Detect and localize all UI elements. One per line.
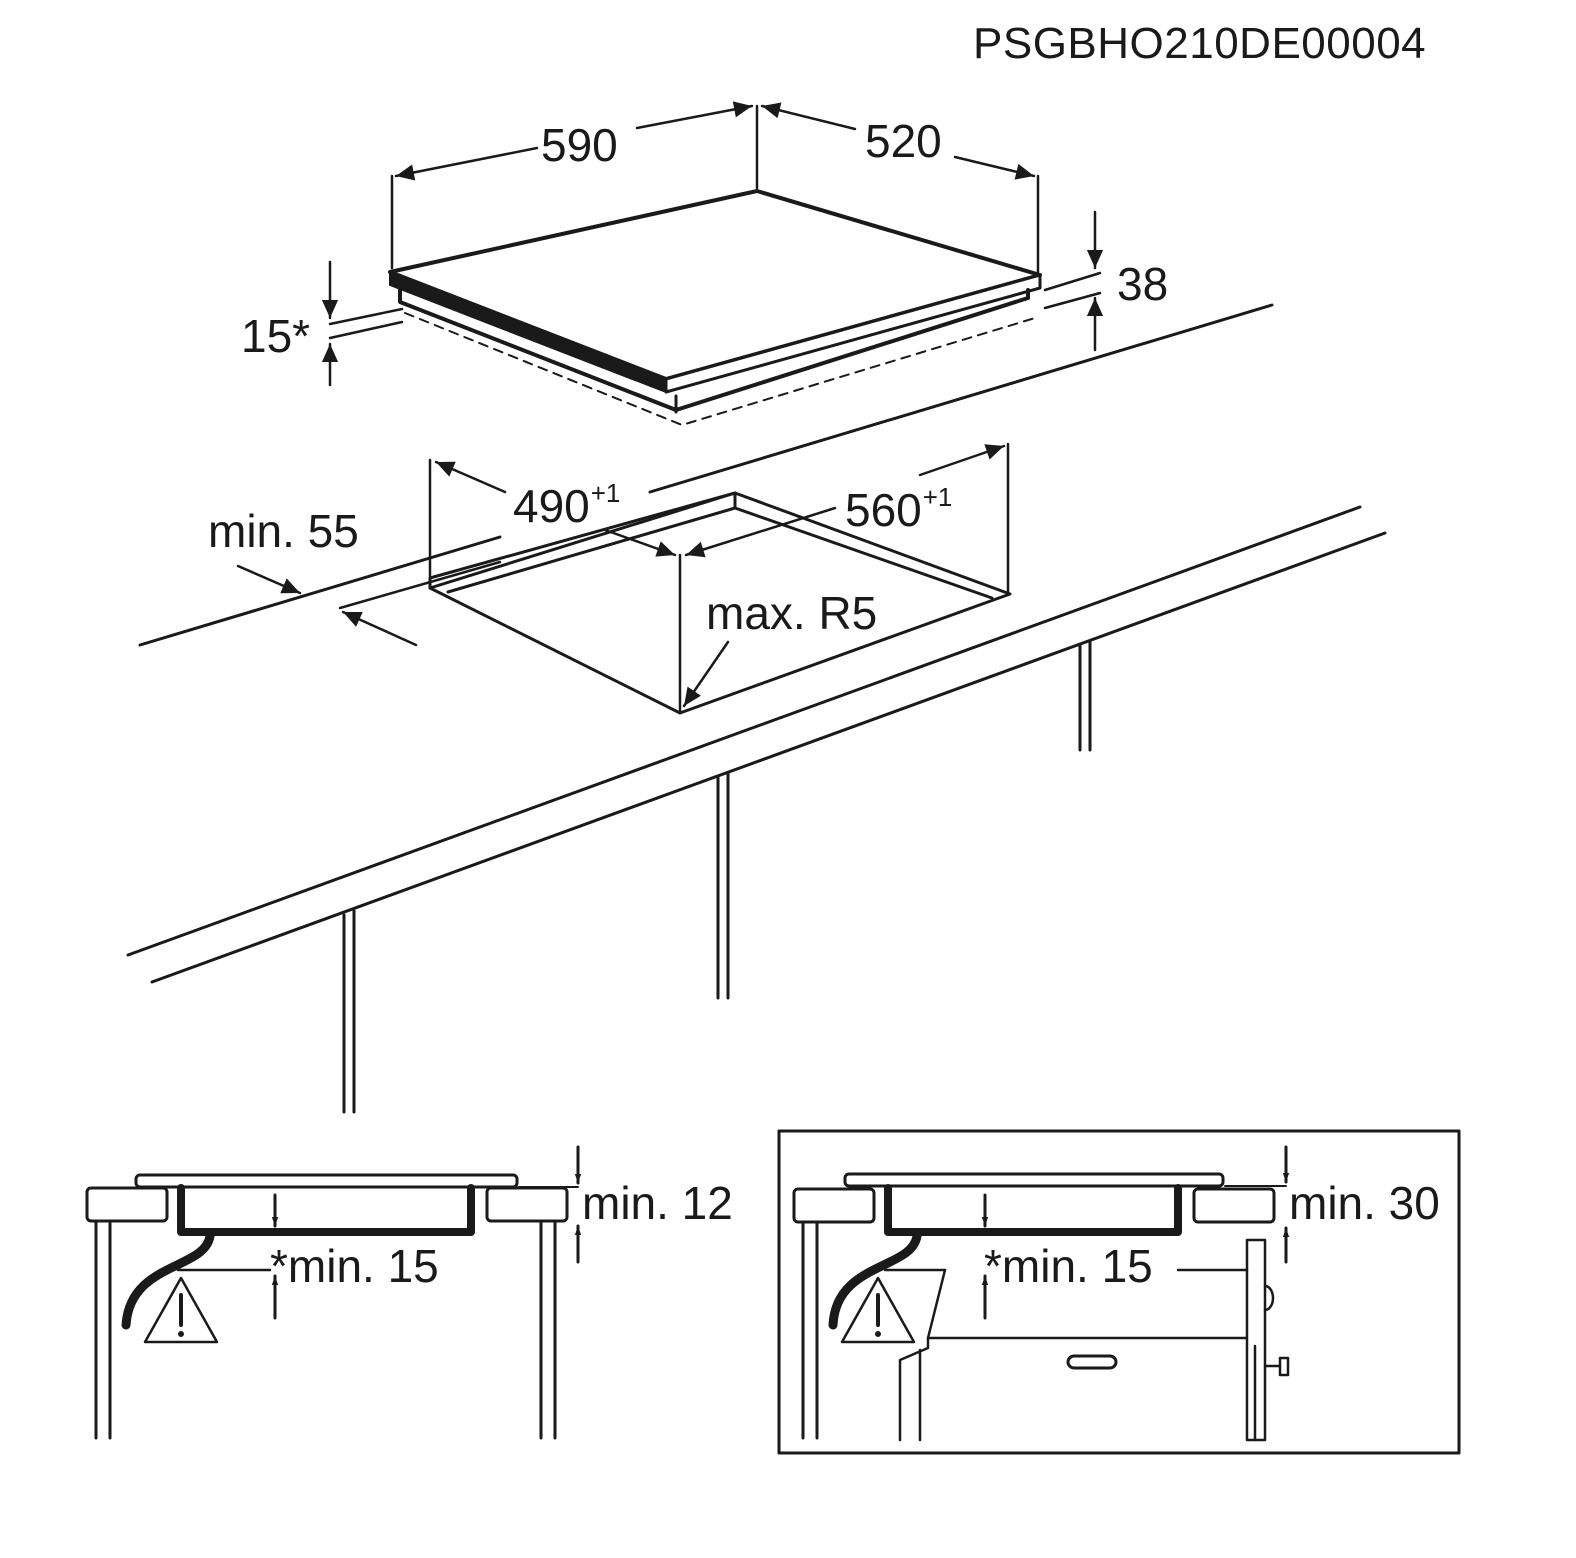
left-worktop-block-a xyxy=(85,1186,169,1223)
hob-side-edge xyxy=(664,273,1042,394)
cutout-width-tolerance: +1 xyxy=(590,478,621,508)
hob-height-dimension xyxy=(1043,210,1104,352)
cutout-drawing xyxy=(236,442,1012,715)
hob-drawing xyxy=(388,189,1042,426)
hob-height-label: 38 xyxy=(1117,258,1169,310)
dim-520-left-arrow xyxy=(760,102,857,131)
hob-frame-front xyxy=(398,288,678,412)
hob-frame-side xyxy=(674,288,1030,412)
detail-right-drawing xyxy=(777,1129,1461,1455)
warning-triangle-icon xyxy=(143,1276,219,1344)
cutout-inner-edge xyxy=(446,506,994,600)
hob-frame-dimension xyxy=(321,260,404,387)
cutout-width-label: 490+1 xyxy=(513,480,620,529)
oven-dial-icon xyxy=(1263,1356,1290,1377)
left-cable xyxy=(121,1231,215,1330)
warning-triangle-icon xyxy=(840,1276,916,1344)
cutout-outline xyxy=(428,491,1012,715)
detail-left-drawing xyxy=(85,1145,582,1440)
edge-distance-label: min. 55 xyxy=(208,505,359,557)
dim-520-right-arrow xyxy=(953,155,1036,180)
right-cable xyxy=(828,1231,922,1330)
worktop-drawing xyxy=(126,303,1387,1114)
document-code: PSGBHO210DE00004 xyxy=(973,19,1427,68)
detail-right-frame xyxy=(777,1129,1461,1455)
dim-590-left-arrow xyxy=(394,146,539,181)
right-top-clearance-label: min. 30 xyxy=(1289,1177,1440,1229)
cutout-length-value: 560 xyxy=(845,484,922,536)
hob-top-surface xyxy=(388,189,1042,381)
left-bottom-clearance-label: *min. 15 xyxy=(270,1240,439,1292)
hob-width-label: 590 xyxy=(541,119,618,171)
left-worktop-block-b xyxy=(485,1186,569,1223)
oven-knob-icon xyxy=(1263,1284,1275,1312)
left-hob-plate xyxy=(134,1173,519,1189)
hob-depth-label: 520 xyxy=(865,115,942,167)
hob-dashed-outline xyxy=(404,312,1036,426)
hob-top-dimensions xyxy=(390,101,1040,274)
left-top-clearance-label: min. 12 xyxy=(582,1177,733,1229)
hob-frame-offset-label: 15* xyxy=(241,310,311,362)
right-hob-body xyxy=(884,1184,1182,1236)
left-hob-body xyxy=(177,1184,475,1236)
dim-590-right-arrow xyxy=(635,101,754,130)
cutout-length-label: 560+1 xyxy=(845,484,952,533)
right-bottom-clearance-label: *min. 15 xyxy=(984,1240,1153,1292)
cutout-length-tolerance: +1 xyxy=(922,482,953,512)
cutout-width-value: 490 xyxy=(513,480,590,532)
corner-radius-label: max. R5 xyxy=(706,587,878,639)
right-hob-plate xyxy=(843,1172,1225,1188)
oven-handle-icon xyxy=(1066,1354,1118,1370)
